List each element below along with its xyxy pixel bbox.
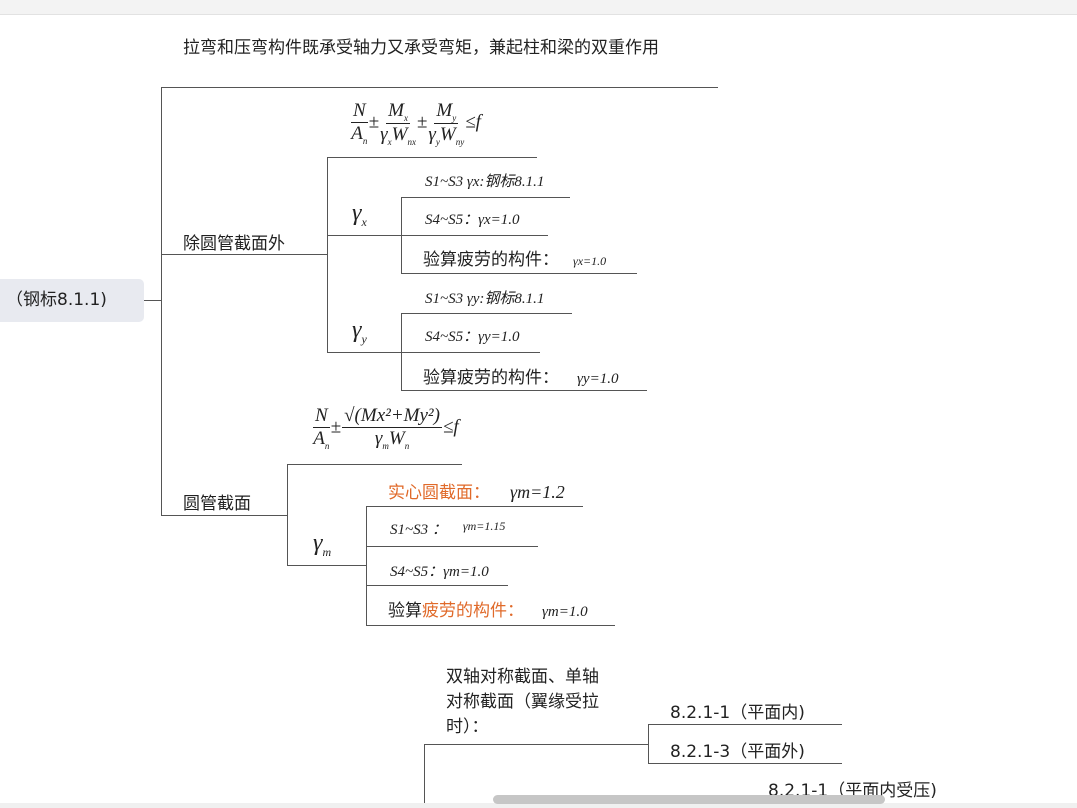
root-node[interactable]: （钢标8.1.1) <box>0 279 144 322</box>
top-bar <box>0 0 1077 15</box>
gx-s1-s3[interactable]: S1~S3 γx:钢标8.1.1 <box>425 174 545 190</box>
lower-node[interactable]: 双轴对称截面、单轴对称截面（翼缘受拉时）： <box>446 667 599 737</box>
gamma-x-node[interactable]: γx <box>352 200 367 229</box>
bottom-strip <box>0 803 1077 808</box>
gm-solid-round[interactable]: 实心圆截面：γm=1.2 <box>388 482 565 503</box>
lower-item-2[interactable]: 8.2.1-3（平面外) <box>670 742 805 762</box>
gx-s4-s5[interactable]: S4~S5：γx=1.0 <box>425 212 520 228</box>
gy-s1-s3[interactable]: S1~S3 γy:钢标8.1.1 <box>425 291 545 307</box>
gx-fatigue[interactable]: 验算疲劳的构件：γx=1.0 <box>423 250 607 270</box>
gamma-m-node[interactable]: γm <box>313 530 332 559</box>
gamma-y-node[interactable]: γy <box>352 317 367 346</box>
lower-item-1[interactable]: 8.2.1-1（平面内) <box>670 703 805 723</box>
title-node[interactable]: 拉弯和压弯构件既承受轴力又承受弯矩，兼起柱和梁的双重作用 <box>183 38 659 58</box>
root-label: （钢标8.1.1) <box>6 290 107 310</box>
branch-except-round-tube[interactable]: 除圆管截面外 <box>183 234 285 254</box>
gm-s4-s5[interactable]: S4~S5：γm=1.0 <box>390 564 489 580</box>
gy-fatigue[interactable]: 验算疲劳的构件：γy=1.0 <box>423 368 619 388</box>
gy-s4-s5[interactable]: S4~S5：γy=1.0 <box>425 329 520 345</box>
branch-round-tube[interactable]: 圆管截面 <box>183 494 251 514</box>
gm-s1-s3[interactable]: S1~S3 ：γm=1.15 <box>390 519 506 538</box>
gm-fatigue[interactable]: 验算疲劳的构件：γm=1.0 <box>388 601 588 621</box>
horizontal-scrollbar[interactable] <box>493 795 885 804</box>
